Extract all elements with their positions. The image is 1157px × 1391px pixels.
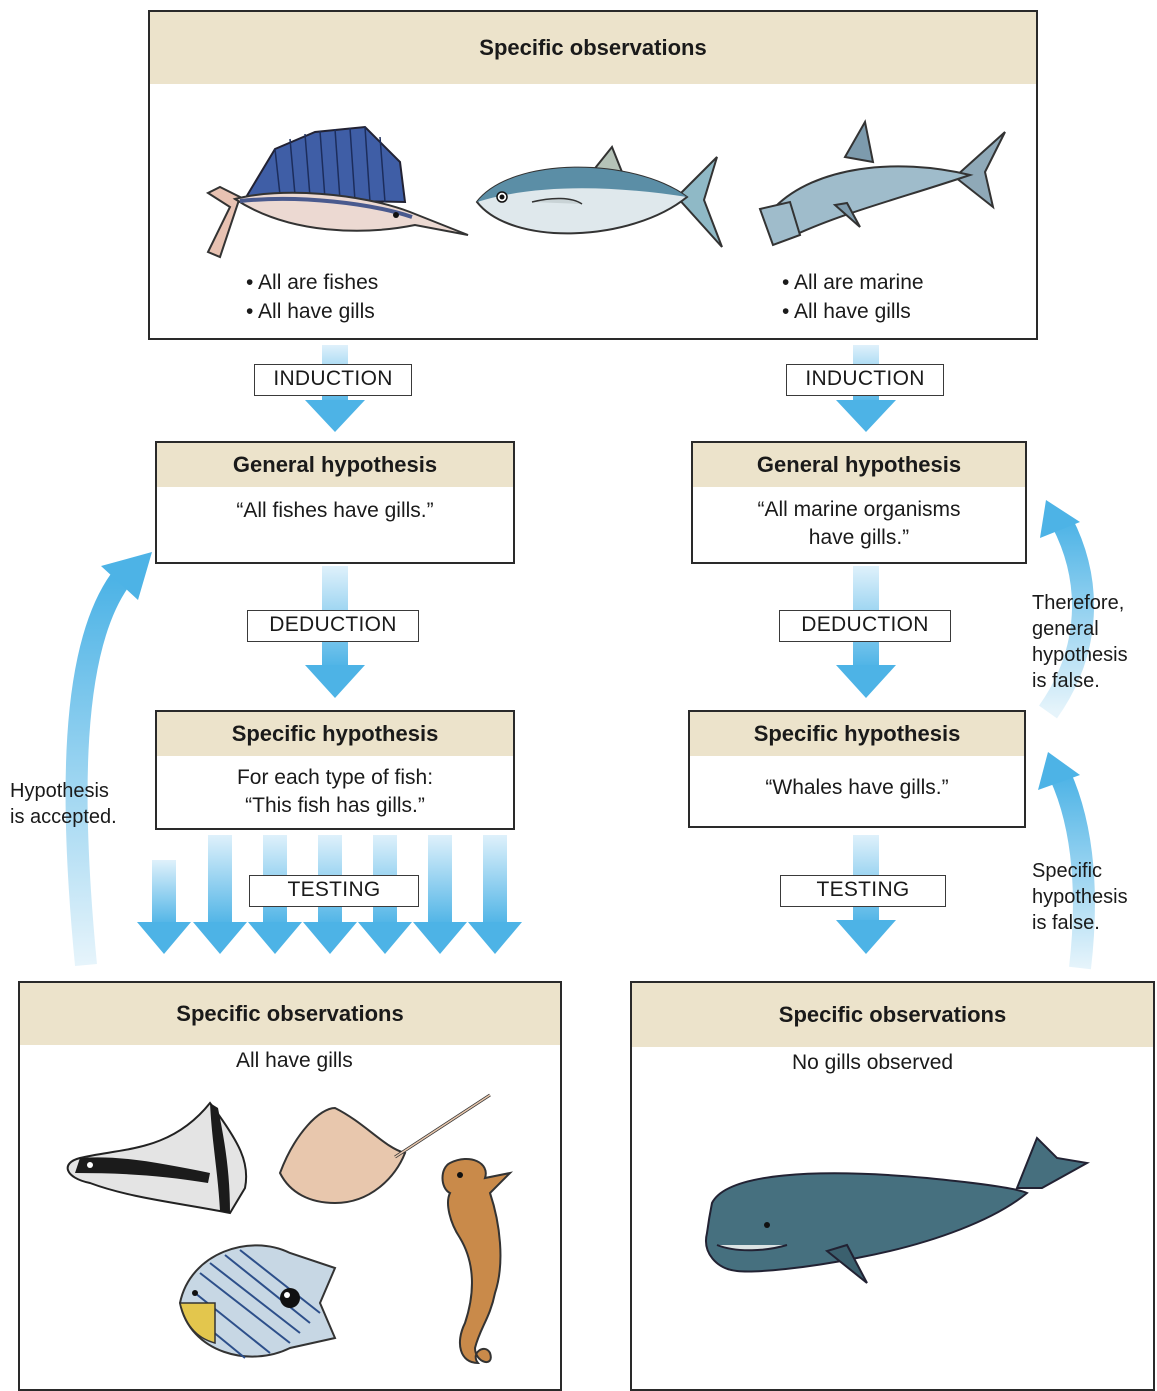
seahorse-illustration: [420, 1153, 520, 1373]
general-hypothesis-false-label: Therefore, general hypothesis is false.: [1032, 590, 1128, 694]
right-observations-text: No gills observed: [632, 1049, 1153, 1077]
left-specific-hypothesis-title: Specific hypothesis: [157, 712, 513, 756]
right-specific-hypothesis-text: “Whales have gills.”: [690, 774, 1024, 802]
top-right-bullets: • All are marine • All have gills: [782, 268, 924, 326]
right-specific-hypothesis-title: Specific hypothesis: [690, 712, 1024, 756]
left-observations-title: Specific observations: [20, 983, 560, 1045]
angelfish-illustration: [60, 1103, 260, 1223]
top-left-bullets: • All are fishes • All have gills: [246, 268, 378, 326]
left-specific-hypothesis-box: Specific hypothesis For each type of fis…: [155, 710, 515, 830]
top-observations-box: Specific observations • All are fishes •…: [148, 10, 1038, 340]
deduction-label-right: DEDUCTION: [779, 610, 951, 642]
induction-label-left: INDUCTION: [254, 364, 412, 396]
bullet-item: • All have gills: [782, 297, 924, 326]
right-general-hypothesis-title: General hypothesis: [693, 443, 1025, 487]
testing-label-left: TESTING: [249, 875, 419, 907]
accepted-curve-arrow: [77, 552, 152, 965]
hammerhead-shark-illustration: [755, 117, 1015, 252]
left-general-hypothesis-title: General hypothesis: [157, 443, 513, 487]
right-general-hypothesis-text-2: have gills.”: [693, 524, 1025, 552]
left-general-hypothesis-box: General hypothesis “All fishes have gill…: [155, 441, 515, 564]
left-specific-hypothesis-text-1: For each type of fish:: [157, 764, 513, 792]
deduction-label-left: DEDUCTION: [247, 610, 419, 642]
induction-label-right: INDUCTION: [786, 364, 944, 396]
tuna-illustration: [472, 142, 742, 262]
sailfish-illustration: [180, 117, 470, 267]
butterflyfish-illustration: [170, 1223, 350, 1373]
sperm-whale-illustration: [697, 1133, 1097, 1303]
left-specific-hypothesis-text-2: “This fish has gills.”: [157, 792, 513, 820]
left-observations-text: All have gills: [20, 1047, 560, 1075]
specific-hypothesis-false-label: Specific hypothesis is false.: [1032, 858, 1128, 936]
bullet-item: • All are fishes: [246, 268, 378, 297]
left-observations-box: Specific observations All have gills: [18, 981, 562, 1391]
testing-label-right: TESTING: [780, 875, 946, 907]
right-general-hypothesis-box: General hypothesis “All marine organisms…: [691, 441, 1027, 564]
top-observations-title: Specific observations: [150, 12, 1036, 84]
right-observations-box: Specific observations No gills observed: [630, 981, 1155, 1391]
bullet-item: • All have gills: [246, 297, 378, 326]
right-specific-hypothesis-box: Specific hypothesis “Whales have gills.”: [688, 710, 1026, 828]
left-general-hypothesis-text: “All fishes have gills.”: [157, 497, 513, 525]
right-general-hypothesis-text-1: “All marine organisms: [693, 496, 1025, 524]
hypothesis-accepted-label: Hypothesis is accepted.: [10, 778, 117, 830]
right-observations-title: Specific observations: [632, 983, 1153, 1047]
bullet-item: • All are marine: [782, 268, 924, 297]
